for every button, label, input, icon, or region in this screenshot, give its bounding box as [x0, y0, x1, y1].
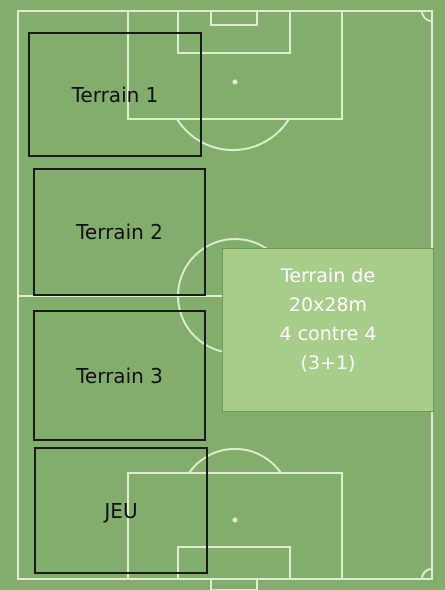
info-box: Terrain de 20x28m 4 contre 4 (3+1) — [222, 248, 434, 412]
bottom-goal — [210, 578, 258, 590]
corner-arc-bottom-right — [421, 568, 433, 580]
zone-terrain-3: Terrain 3 — [33, 310, 206, 441]
info-line-2: 20x28m — [288, 294, 368, 316]
info-line-4: (3+1) — [300, 352, 356, 374]
top-penalty-arc — [176, 118, 290, 152]
zone-label: JEU — [104, 498, 138, 523]
info-line-1: Terrain de — [280, 265, 376, 287]
zone-label: Terrain 3 — [76, 363, 163, 388]
zone-terrain-2: Terrain 2 — [33, 168, 206, 296]
bottom-penalty-arc — [188, 447, 282, 474]
info-line-3: 4 contre 4 — [279, 323, 377, 345]
zone-label: Terrain 1 — [71, 82, 159, 107]
top-penalty-spot — [232, 79, 238, 85]
zone-jeu: JEU — [34, 447, 208, 574]
zone-label: Terrain 2 — [76, 220, 163, 244]
zone-terrain-1: Terrain 1 — [28, 32, 202, 157]
top-goal — [210, 10, 258, 26]
corner-arc-top-right — [421, 10, 433, 22]
bottom-penalty-spot — [232, 517, 238, 523]
